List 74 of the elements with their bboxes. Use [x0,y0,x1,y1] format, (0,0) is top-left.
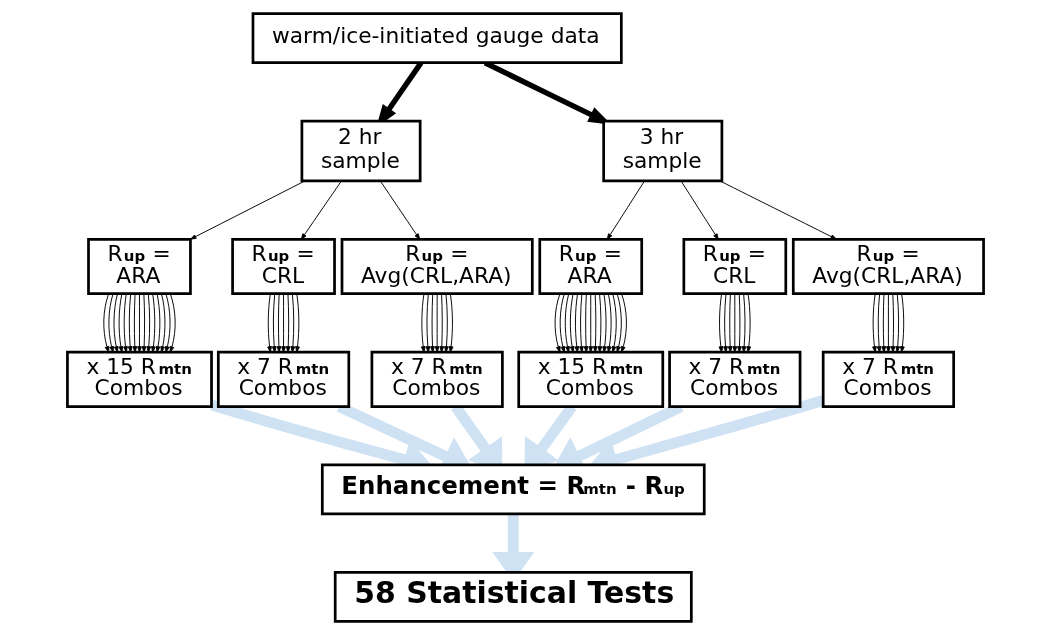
node-box: Rup = CRL [230,238,336,296]
node-box: Rup = ARA [86,238,192,296]
arrow [434,293,440,353]
arrow [899,293,905,353]
arrow [597,293,602,353]
arrow [155,293,160,353]
arrow [276,293,281,353]
arrow [718,293,723,353]
arrow [876,293,881,353]
node-box: Rup = ARA [537,238,643,296]
arrow [164,293,171,353]
arrow [420,293,426,353]
arrow [159,293,165,353]
arrow [122,293,128,353]
arrow [727,293,733,353]
node-box: Rup = Avg(CRL,ARA) [791,238,985,296]
arrow [189,180,305,240]
arrow [141,293,146,353]
arrow [601,293,607,353]
node-box: Rup = Avg(CRL,ARA) [340,238,534,296]
arrow [890,293,895,353]
arrow [611,293,617,353]
node-box: 58 Statistical Tests [333,571,693,623]
arrow [136,293,142,353]
arrow [583,293,588,353]
arrow [592,293,598,353]
arrow [443,293,449,353]
arrow [169,293,176,353]
node-box: warm/ice-initiated gauge data [251,12,623,64]
arrow [620,293,627,353]
arrow [280,293,286,353]
arrow [587,293,593,353]
arrow [894,293,900,353]
arrow [741,293,746,353]
arrow [424,293,430,353]
arrow [731,293,737,353]
arrow [680,180,719,240]
arrow [127,293,133,353]
arrow [118,293,123,353]
arrow [271,293,277,353]
node-box: 2 hr sample [300,119,422,183]
arrow [722,293,728,353]
arrow [745,293,751,353]
arrow [578,293,584,353]
arrow [285,293,291,353]
arrow [107,293,114,353]
arrow [266,293,272,353]
arrow [569,293,574,353]
arrow [559,293,565,353]
arrow [606,180,645,240]
arrow [150,293,156,353]
node-box: 3 hr sample [601,119,723,183]
arrow [145,293,151,353]
node-box: Enhancement = Rmtn - Rup [320,463,706,516]
arrow [736,293,742,353]
arrow [102,293,109,353]
arrow [880,293,886,353]
arrow [294,293,300,353]
arrow [615,293,622,353]
arrow [573,293,579,353]
arrow [871,293,877,353]
arrow [113,293,119,353]
arrow [448,293,453,353]
arrow [606,293,612,353]
node-box: Rup = CRL [682,238,787,296]
arrow [429,293,435,353]
arrow [885,293,891,353]
arrow [564,293,570,353]
arrow [290,293,295,353]
arrow [300,180,342,240]
arrow [554,293,561,353]
arrow [131,293,137,353]
arrow [438,293,444,353]
arrow [379,180,420,240]
